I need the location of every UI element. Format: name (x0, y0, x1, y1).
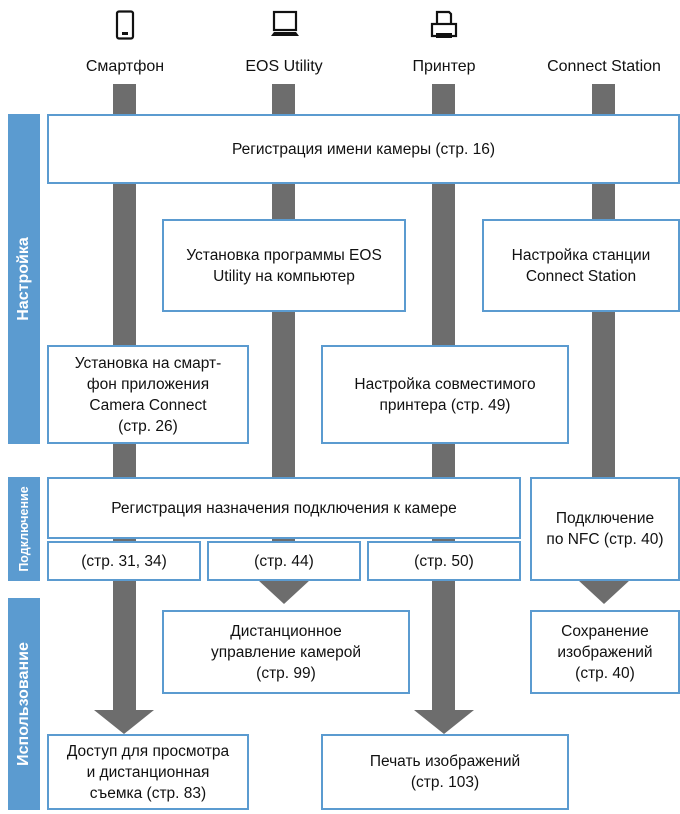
setup-printer-box: Настройка совместимого принтера (стр. 49… (321, 345, 569, 444)
setup-connect-station-box: Настройка станции Connect Station (482, 219, 680, 312)
laptop-icon (271, 10, 299, 36)
column-label-printer: Принтер (412, 58, 476, 75)
flow-bar-connect-station (592, 84, 615, 580)
register-camera-name-box: Регистрация имени камеры (стр. 16) (47, 114, 680, 184)
nfc-connection-box: Подключение по NFC (стр. 40) (530, 477, 680, 581)
printer-icon (430, 10, 458, 38)
flow-bar-eos-utility (272, 84, 295, 580)
section-usage: Использование (8, 598, 40, 810)
register-connection-box: Регистрация назначения подключения к кам… (47, 477, 521, 539)
smartphone-icon (115, 10, 135, 40)
column-label-eos-utility: EOS Utility (245, 58, 323, 75)
save-images-box: Сохранение изображений (стр. 40) (530, 610, 680, 694)
view-and-shoot-box: Доступ для просмотра и дистанционная съе… (47, 734, 249, 810)
install-eos-utility-box: Установка программы EOS Utility на компь… (162, 219, 406, 312)
column-label-connect-station: Connect Station (547, 58, 661, 75)
column-label-smartphone: Смартфон (85, 58, 165, 75)
connect-station-icon (589, 10, 619, 40)
install-camera-connect-box: Установка на смарт- фон приложения Camer… (47, 345, 249, 444)
section-setup: Настройка (8, 114, 40, 444)
section-setup-label: Настройка (15, 237, 32, 321)
ref-eos-utility-box: (стр. 44) (207, 541, 361, 581)
ref-printer-box: (стр. 50) (367, 541, 521, 581)
arrow-head-eos-utility (258, 580, 310, 604)
section-connection-label: Подключение (17, 486, 31, 572)
ref-smartphone-box: (стр. 31, 34) (47, 541, 201, 581)
print-images-box: Печать изображений (стр. 103) (321, 734, 569, 810)
arrow-head-smartphone (94, 710, 154, 734)
arrow-head-printer (414, 710, 474, 734)
section-usage-label: Использование (15, 642, 32, 766)
section-connection: Подключение (8, 477, 40, 581)
arrow-head-connect-station (578, 580, 630, 604)
remote-control-box: Дистанционное управление камерой (стр. 9… (162, 610, 410, 694)
